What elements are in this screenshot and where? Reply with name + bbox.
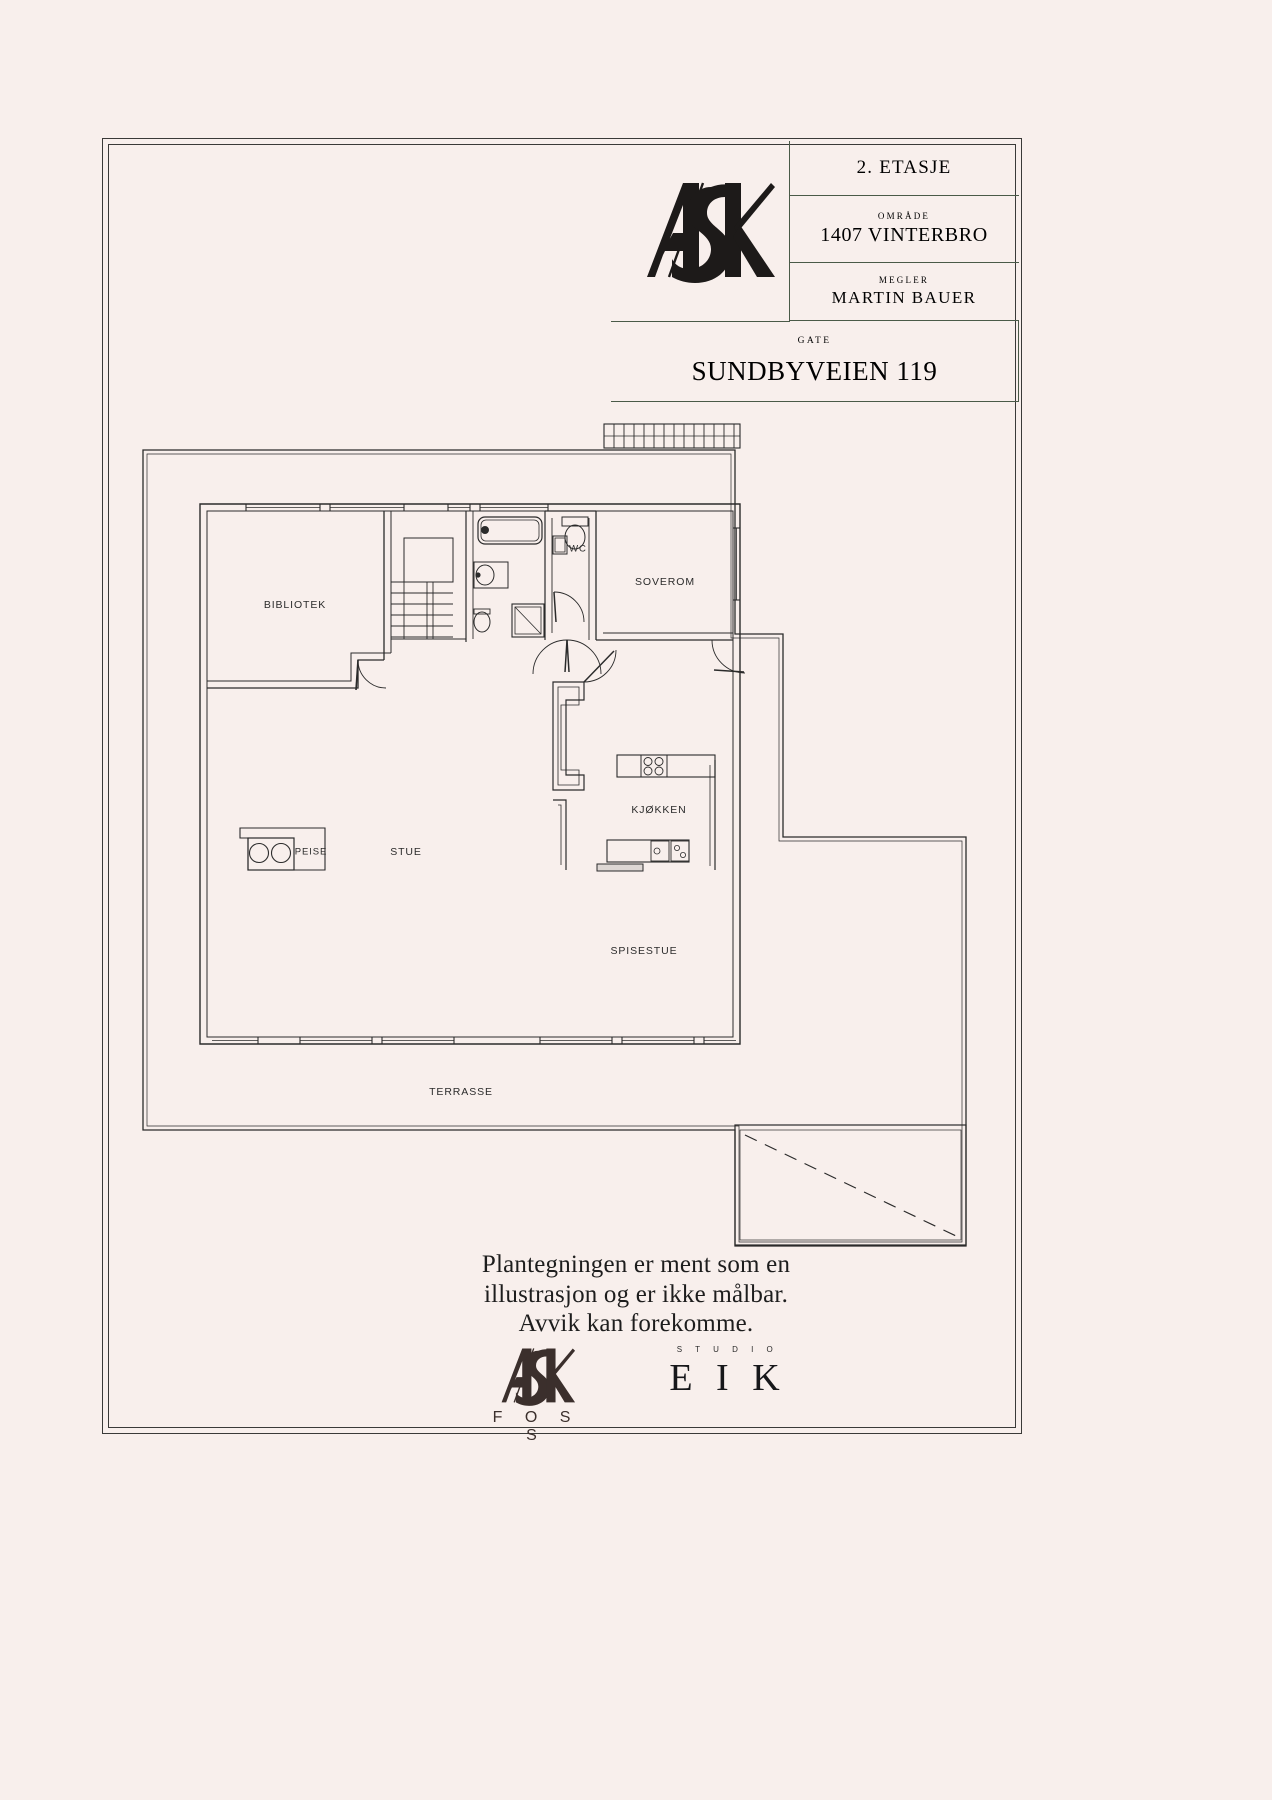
street-label: GATE — [797, 335, 832, 346]
room-label-spisestue: SPISESTUE — [610, 945, 678, 957]
studio-eik-logo: S T U D I O E I K — [650, 1345, 800, 1400]
agent-label: MEGLER — [878, 275, 930, 285]
studio-eik-label: S T U D I O — [676, 1345, 779, 1354]
area-value: 1407 VINTERBRO — [820, 224, 988, 246]
agent-cell: MEGLER MARTIN BAUER — [789, 263, 1019, 321]
page-border-outer — [102, 138, 1022, 1434]
disclaimer-line-2: illustrasjon og er ikke målbar. — [483, 1280, 789, 1308]
footer-logos: F O S S S T U D I O E I K — [0, 1345, 1272, 1445]
disclaimer: Plantegningen er ment som en illustrasjo… — [0, 1250, 1272, 1339]
room-label-stue: STUE — [390, 846, 422, 858]
floor-label: 2. ETASJE — [789, 141, 1019, 196]
page-border-inner — [108, 144, 1016, 1428]
disclaimer-line-3: Avvik kan forekomme. — [518, 1310, 754, 1337]
room-label-kjokken: KJØKKEN — [631, 804, 687, 816]
ask-foss-logo: F O S S — [472, 1345, 592, 1445]
title-block-right-column: 2. ETASJE OMRÅDE 1407 VINTERBRO MEGLER M… — [789, 141, 1019, 321]
agent-value: MARTIN BAUER — [831, 288, 977, 307]
street-cell: GATE SUNDBYVEIEN 119 — [611, 321, 1019, 402]
room-label-bibliotek: BIBLIOTEK — [263, 599, 327, 611]
ask-foss-mark — [472, 1345, 592, 1407]
ask-foss-wordmark: F O S S — [492, 1409, 580, 1444]
room-label-terrasse: TERRASSE — [429, 1086, 493, 1098]
ask-logo-small — [501, 1348, 576, 1406]
room-label-peise: PEISE — [294, 846, 328, 858]
disclaimer-line-1: Plantegningen er ment som en — [481, 1251, 791, 1278]
brand-logo-cell — [611, 141, 790, 322]
street-value: SUNDBYVEIEN 119 — [691, 355, 938, 386]
studio-eik-wordmark: E I K — [669, 1357, 787, 1399]
room-label-soverom: SOVEROM — [635, 576, 695, 588]
title-block: 2. ETASJE OMRÅDE 1407 VINTERBRO MEGLER M… — [611, 141, 1019, 402]
room-label-wc: WC — [569, 543, 587, 555]
area-cell: OMRÅDE 1407 VINTERBRO — [789, 196, 1019, 263]
ask-logo — [647, 182, 775, 283]
area-label: OMRÅDE — [877, 211, 931, 221]
